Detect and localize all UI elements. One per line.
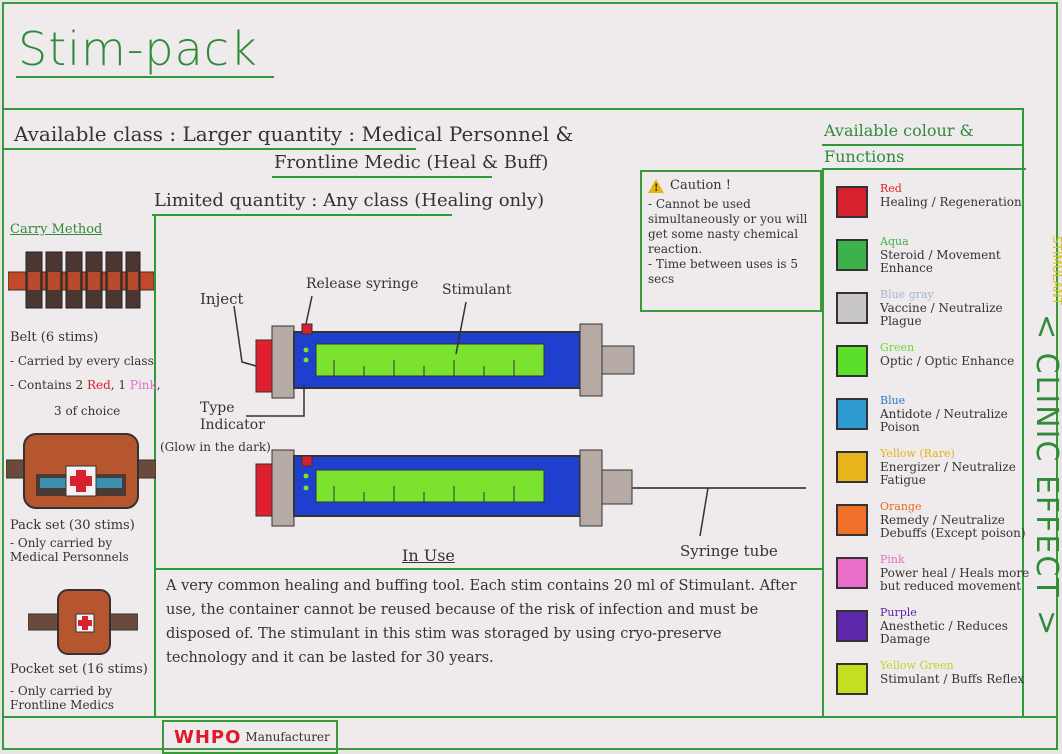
belt-desc-2-mid: , 1 [110, 378, 130, 392]
colour-name: Orange [880, 500, 922, 513]
colour-name: Yellow (Rare) [880, 447, 955, 460]
in-use-description: A very common healing and buffing tool. … [166, 578, 797, 666]
pack-set-desc: - Only carried by Medical Personnels [10, 536, 129, 564]
belt-illustration [8, 251, 154, 309]
manufacturer-box: WHPO Manufacturer [162, 720, 338, 754]
syringe-top [255, 323, 635, 399]
colour-function: Anesthetic / Reduces Damage [880, 619, 1008, 646]
colour-function: Optic / Optic Enhance [880, 354, 1015, 368]
class-underline-2 [272, 176, 492, 178]
available-colour-title: Available colour & Functions [824, 121, 974, 166]
class-underline-1 [4, 148, 416, 150]
divider-top [4, 108, 1022, 110]
belt-desc-2-end: , [156, 378, 161, 392]
colour-name: Pink [880, 553, 905, 566]
colour-swatch [836, 451, 868, 483]
available-class-line1: Available class : Larger quantity : Medi… [14, 122, 574, 146]
colour-swatch [836, 398, 868, 430]
vertical-brand-text: < CLINIC EFFECT > [1029, 314, 1062, 638]
colour-name: Purple [880, 606, 917, 619]
colour-swatch [836, 663, 868, 695]
label-syringe-tube: Syringe tube [680, 542, 778, 560]
colour-name: Yellow Green [880, 659, 954, 672]
belt-desc-1: - Carried by every class [10, 354, 154, 368]
page-title: Stim-pack [18, 22, 258, 76]
colour-function: Steroid / Movement Enhance [880, 248, 1001, 275]
colour-function: Vaccine / Neutralize Plague [880, 301, 1003, 328]
label-stimulant: Stimulant [442, 282, 512, 298]
colour-swatch [836, 345, 868, 377]
colour-swatch [836, 186, 868, 218]
pocket-set-illustration [28, 589, 138, 655]
colour-name: Aqua [880, 235, 909, 248]
colour-name: Blue gray [880, 288, 934, 301]
caution-title: Caution ! [670, 178, 732, 193]
colour-function: Healing / Regeneration [880, 195, 1022, 209]
syringe-diagram [233, 295, 806, 536]
belt-desc-2: - Contains 2 Red, 1 Pink, [10, 378, 161, 392]
belt-desc-3: 3 of choice [54, 404, 121, 418]
colour-function: Energizer / Neutralize Fatigue [880, 460, 1016, 487]
manufacturer-label: Manufacturer [245, 730, 330, 744]
pack-set-name: Pack set (30 stims) [10, 518, 135, 533]
colour-function: Power heal / Heals more but reduced move… [880, 566, 1030, 593]
colour-panel-top [822, 168, 1026, 170]
vertical-small-text: STIMULANT [1050, 236, 1062, 306]
syringe-bottom [255, 449, 806, 527]
belt-desc-2-prefix: - Contains 2 [10, 378, 87, 392]
caution-header: Caution ! [648, 178, 814, 196]
carry-method-title: Carry Method [10, 222, 103, 237]
colour-name: Red [880, 182, 902, 195]
colour-item: Yellow (Rare)Energizer / Neutralize Fati… [836, 447, 1026, 497]
colour-function: Remedy / Neutralize Debuffs (Except pois… [880, 513, 1026, 540]
class-underline-3 [152, 214, 452, 216]
colour-name: Blue [880, 394, 906, 407]
colour-swatch [836, 557, 868, 589]
colour-swatch [836, 504, 868, 536]
colour-title-underline [822, 144, 1022, 146]
colour-function: Stimulant / Buffs Reflex [880, 672, 1025, 686]
in-use-title: In Use [402, 546, 455, 565]
caution-item-2: - Time between uses is 5 secs [648, 257, 799, 286]
divider-bottom [4, 716, 1056, 718]
title-underline [16, 76, 274, 78]
caution-item-1: - Cannot be used simultaneously or you w… [648, 197, 808, 256]
available-class-line2: Frontline Medic (Heal & Buff) [274, 152, 549, 173]
label-release-syringe: Release syringe [306, 276, 419, 292]
belt-red-label: Red [86, 378, 111, 392]
pack-set-illustration [6, 433, 156, 509]
label-type-indicator: Type Indicator [200, 400, 265, 433]
colour-name: Green [880, 341, 915, 354]
manufacturer-brand: WHPO [174, 726, 242, 748]
pocket-set-name: Pocket set (16 stims) [10, 662, 148, 677]
colour-swatch [836, 610, 868, 642]
pocket-set-desc: - Only carried by Frontline Medics [10, 684, 114, 712]
belt-name: Belt (6 stims) [10, 330, 99, 345]
in-use-top-line [156, 568, 822, 570]
colour-swatch [836, 292, 868, 324]
label-inject: Inject [200, 290, 244, 308]
available-class-line3: Limited quantity : Any class (Healing on… [154, 190, 545, 211]
colour-function: Antidote / Neutralize Poison [880, 407, 1008, 434]
colour-panel-right [1022, 108, 1024, 716]
caution-box: Caution ! - Cannot be used simultaneousl… [640, 170, 822, 312]
warning-icon [648, 178, 664, 196]
belt-pink-label: Pink [129, 378, 157, 392]
colour-swatch [836, 239, 868, 271]
label-glow: (Glow in the dark) [160, 440, 271, 454]
